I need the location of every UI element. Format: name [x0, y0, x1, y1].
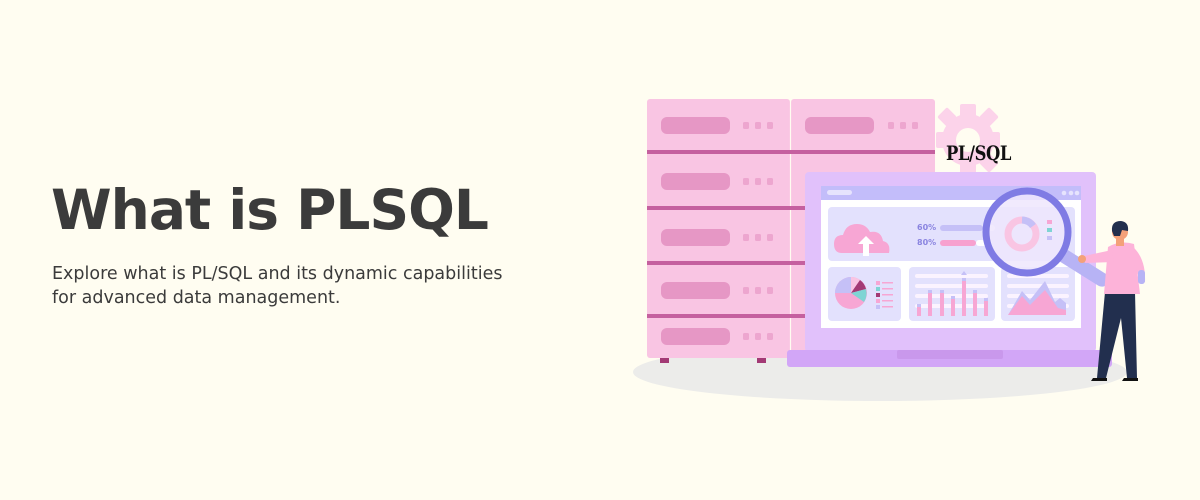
progress-label-60: 60% — [917, 223, 937, 232]
bar-chart-icon — [915, 271, 988, 316]
progress-label-80: 80% — [917, 238, 937, 247]
subtitle-line-1: Explore what is PL/SQL and its dynamic c… — [52, 264, 503, 284]
magnifying-glass-icon — [982, 187, 1109, 287]
laptop-icon — [787, 172, 1112, 367]
pie-chart-icon — [835, 277, 893, 309]
subtitle-line-2: for advanced data management. — [52, 288, 341, 308]
page-subtitle: Explore what is PL/SQL and its dynamic c… — [52, 262, 612, 310]
page-title: What is PLSQL — [51, 178, 489, 242]
cloud-upload-icon — [834, 224, 890, 256]
person-figure — [1078, 221, 1146, 381]
plsql-badge-label: PL/SQL — [946, 141, 1012, 165]
gear-icon — [936, 104, 1000, 176]
